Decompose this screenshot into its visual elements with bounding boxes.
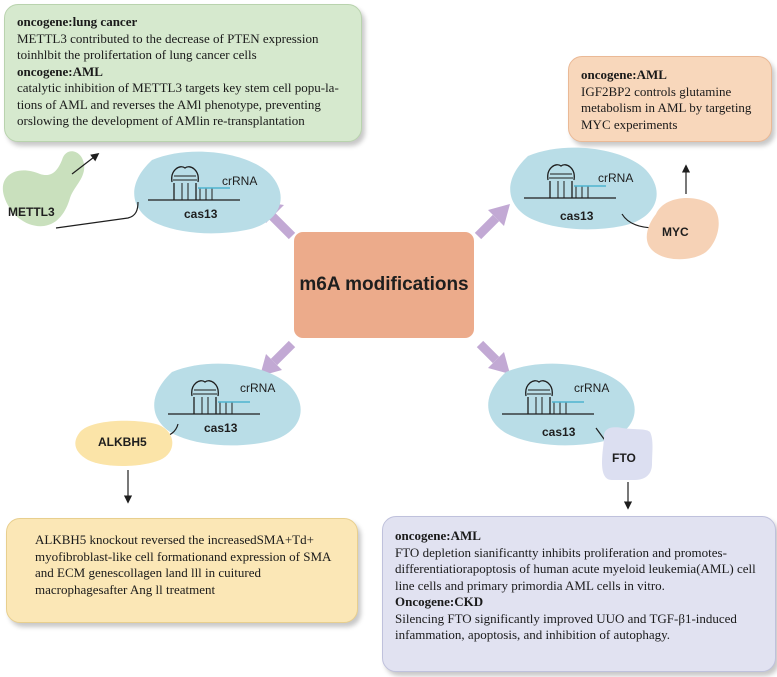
box-heading: oncogene:AML xyxy=(581,67,667,82)
fto-info-box: oncogene:AML FTO depletion sianificantty… xyxy=(382,516,776,672)
alkbh5-label: ALKBH5 xyxy=(98,435,147,449)
box-heading: oncogene:lung cancer xyxy=(17,14,138,29)
fto-label: FTO xyxy=(612,451,636,465)
box-text: IGF2BP2 controls glutamine metabolism in… xyxy=(581,83,752,132)
cas13-complex-top-right: crRNA cas13 xyxy=(510,147,657,230)
mettl3-label: METTL3 xyxy=(8,205,55,219)
mettl3-info-box: oncogene:lung cancer METTL3 contributed … xyxy=(4,4,362,142)
box-heading: Oncogene:CKD xyxy=(395,594,484,609)
alkbh5-protein: ALKBH5 xyxy=(75,420,173,504)
myc-label: MYC xyxy=(662,225,689,239)
cas13-label: cas13 xyxy=(542,425,576,439)
crrna-label: crRNA xyxy=(574,381,609,395)
box-text: FTO depletion sianificantty inhibits pro… xyxy=(395,544,756,593)
box-text: METTL3 contributed to the decrease of PT… xyxy=(17,30,319,63)
crrna-label: crRNA xyxy=(222,174,257,188)
box-heading: oncogene:AML xyxy=(17,63,103,79)
myc-info-box: oncogene:AML IGF2BP2 controls glutamine … xyxy=(568,56,772,142)
box-text: ALKBH5 knockout reversed the increasedSM… xyxy=(35,532,331,597)
alkbh5-info-box: ALKBH5 knockout reversed the increasedSM… xyxy=(6,518,358,623)
cas13-label: cas13 xyxy=(204,421,238,435)
cas13-complex-bottom-right: crRNA cas13 xyxy=(488,363,635,451)
myc-protein: MYC xyxy=(646,164,719,260)
center-node: m6A modifications xyxy=(294,232,474,338)
box-text: Silencing FTO significantly improved UUO… xyxy=(395,610,737,643)
cas13-label: cas13 xyxy=(560,209,594,223)
cas13-label: cas13 xyxy=(184,207,218,221)
cas13-complex-bottom-left: crRNA cas13 xyxy=(154,363,301,446)
arrow-to-bottom-right xyxy=(476,340,510,374)
arrow-to-bottom-left xyxy=(260,340,296,376)
purple-arrows xyxy=(258,201,510,376)
mettl3-protein: METTL3 xyxy=(2,151,100,227)
crrna-label: crRNA xyxy=(598,171,633,185)
crrna-label: crRNA xyxy=(240,381,275,395)
fto-protein: FTO xyxy=(602,427,653,510)
arrow-to-top-right xyxy=(474,204,510,240)
cas13-complex-top-left: crRNA cas13 xyxy=(55,151,281,234)
center-title: m6A modifications xyxy=(299,274,469,295)
box-text: catalytic inhibition of METTL3 targets k… xyxy=(17,80,339,128)
box-heading: oncogene:AML xyxy=(395,528,481,543)
